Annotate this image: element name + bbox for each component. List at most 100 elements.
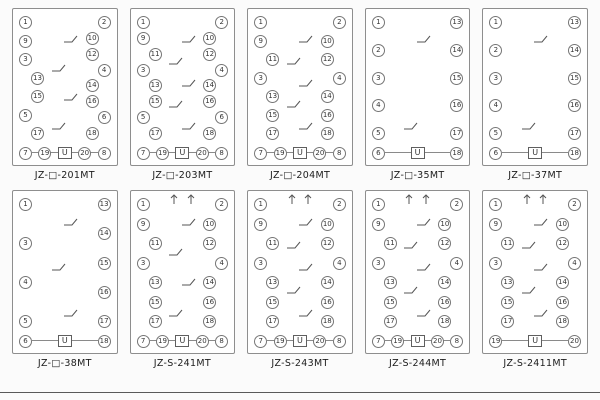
- terminal-2: 2: [450, 198, 464, 211]
- terminal-8: 8: [332, 334, 346, 348]
- terminal-17: 17: [567, 127, 581, 140]
- terminal-1: 1: [136, 16, 150, 29]
- terminal-5: 5: [136, 111, 150, 125]
- terminal-2: 2: [567, 198, 581, 211]
- terminal-7: 7: [254, 146, 268, 160]
- terminal-10: 10: [85, 31, 99, 45]
- terminal-12: 12: [203, 47, 217, 61]
- terminal-16: 16: [320, 295, 334, 309]
- terminal-16: 16: [203, 295, 217, 309]
- terminal-13: 13: [567, 16, 581, 29]
- terminal-20: 20: [567, 334, 581, 348]
- coil-box: U: [57, 335, 72, 347]
- terminal-18: 18: [450, 146, 464, 160]
- terminal-20: 20: [430, 334, 444, 348]
- terminal-14: 14: [320, 90, 334, 103]
- terminal-13: 13: [501, 276, 515, 289]
- terminal-13: 13: [266, 90, 280, 103]
- terminal-15: 15: [97, 256, 111, 270]
- terminal-15: 15: [148, 295, 162, 309]
- terminal-7: 7: [136, 334, 150, 348]
- terminal-2: 2: [332, 198, 346, 211]
- terminal-8: 8: [215, 334, 229, 348]
- terminal-6: 6: [489, 146, 503, 160]
- terminal-17: 17: [266, 315, 280, 328]
- terminal-4: 4: [332, 256, 346, 270]
- terminal-9: 9: [136, 217, 150, 231]
- terminal-4: 4: [332, 71, 346, 85]
- terminal-13: 13: [31, 71, 44, 85]
- terminal-9: 9: [371, 217, 385, 231]
- terminal-4: 4: [19, 276, 32, 289]
- terminal-14: 14: [203, 79, 217, 93]
- terminal-15: 15: [266, 295, 280, 309]
- terminal-16: 16: [85, 95, 99, 109]
- terminal-20: 20: [313, 146, 327, 160]
- terminal-2: 2: [215, 16, 229, 29]
- terminal-15: 15: [266, 108, 280, 122]
- terminal-5: 5: [19, 315, 32, 328]
- terminal-12: 12: [85, 47, 99, 61]
- terminal-4: 4: [450, 256, 464, 270]
- terminal-4: 4: [567, 256, 581, 270]
- diagram-label: JZ-□-38MT: [37, 358, 92, 369]
- terminal-3: 3: [371, 71, 385, 85]
- coil-box: U: [175, 147, 190, 159]
- terminal-15: 15: [31, 90, 44, 103]
- terminal-1: 1: [19, 198, 32, 211]
- terminal-13: 13: [148, 79, 162, 93]
- diagram-label: JZ-□-203MT: [152, 170, 213, 181]
- terminal-12: 12: [555, 237, 569, 250]
- terminal-17: 17: [450, 127, 464, 140]
- terminal-18: 18: [203, 126, 217, 140]
- terminal-18: 18: [555, 315, 569, 328]
- terminal-7: 7: [19, 146, 32, 160]
- terminal-4: 4: [215, 63, 229, 77]
- terminal-9: 9: [254, 34, 268, 48]
- terminal-4: 4: [489, 99, 503, 113]
- terminal-18: 18: [567, 146, 581, 160]
- terminal-8: 8: [332, 146, 346, 160]
- terminal-9: 9: [136, 31, 150, 45]
- terminal-10: 10: [203, 217, 217, 231]
- terminal-11: 11: [266, 237, 280, 250]
- terminal-14: 14: [320, 276, 334, 289]
- terminal-5: 5: [371, 127, 385, 140]
- terminal-16: 16: [203, 95, 217, 109]
- terminal-9: 9: [489, 217, 503, 231]
- terminal-10: 10: [555, 217, 569, 231]
- terminal-14: 14: [203, 276, 217, 289]
- coil-box: U: [410, 147, 425, 159]
- terminal-4: 4: [97, 63, 111, 77]
- terminal-17: 17: [266, 127, 280, 140]
- terminal-10: 10: [320, 34, 334, 48]
- terminal-19: 19: [273, 334, 287, 348]
